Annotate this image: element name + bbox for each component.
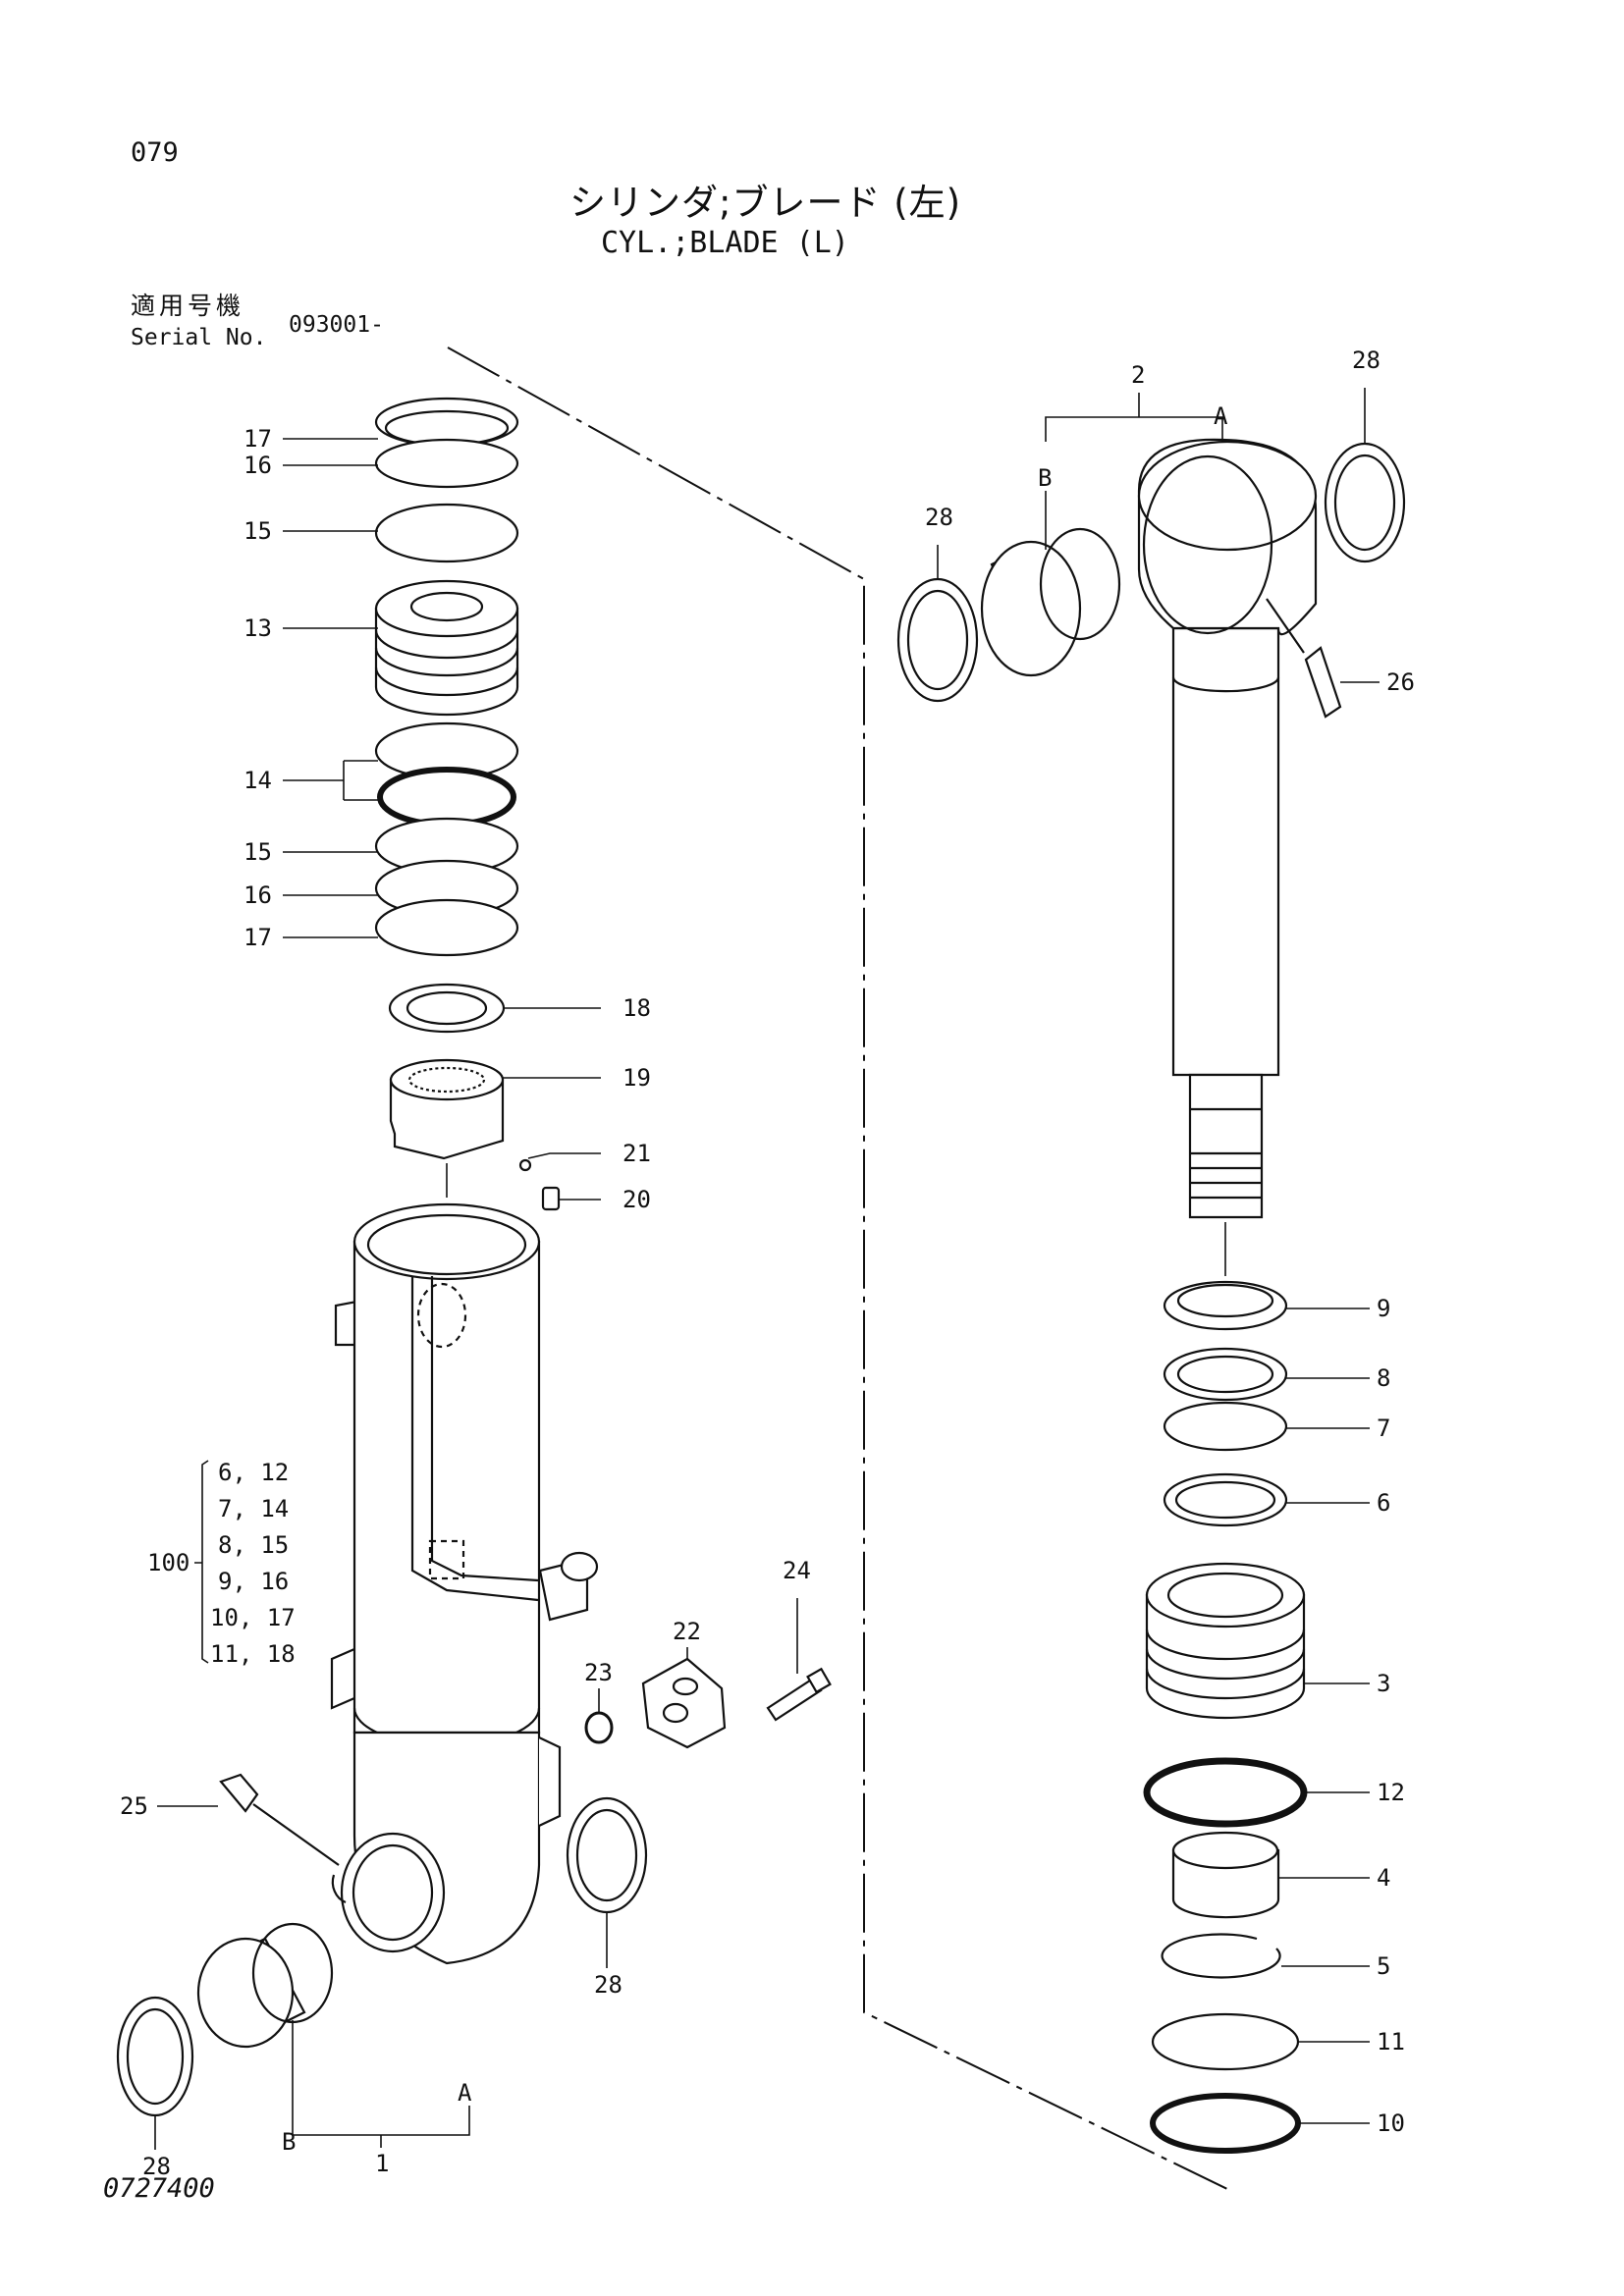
seal-kit-number: 100 <box>147 1549 189 1576</box>
callout-13: 13 <box>244 614 272 642</box>
page-number: 079 <box>131 137 179 168</box>
callout-28-rod-left: 28 <box>925 504 953 531</box>
drawing-code: 0727400 <box>103 2173 215 2204</box>
part-9-dust-seal <box>1163 1280 1288 1331</box>
callout-24: 24 <box>783 1557 811 1584</box>
callout-25: 25 <box>120 1792 148 1820</box>
part-15-upper-ring <box>374 503 519 563</box>
part-18-washer <box>388 983 506 1034</box>
callout-A-tube: A <box>458 2079 472 2107</box>
seal-kit-100-group: 100 6, 12 7, 14 8, 15 9, 16 10, 17 11, 1… <box>147 1459 296 1668</box>
callout-9: 9 <box>1377 1295 1390 1322</box>
part-bushing-tube <box>196 1922 334 2049</box>
seal-kit-item: 11, 18 <box>210 1640 296 1668</box>
part-3-rod-cover <box>1145 1562 1306 1720</box>
part-17-upper-ring <box>374 397 519 448</box>
seal-kit-item: 10, 17 <box>210 1604 296 1631</box>
callout-23: 23 <box>584 1659 613 1686</box>
part-6-ring <box>1163 1472 1288 1527</box>
callout-3: 3 <box>1377 1670 1390 1697</box>
callout-14: 14 <box>244 767 272 794</box>
seal-kit-item: 8, 15 <box>218 1531 289 1559</box>
part-10-ring <box>1150 2093 1301 2154</box>
part-8-ring <box>1163 1347 1288 1402</box>
callout-6: 6 <box>1377 1489 1390 1517</box>
callout-10: 10 <box>1377 2109 1405 2137</box>
part-26-grease-fitting <box>1266 598 1342 719</box>
part-22-flange <box>641 1657 727 1749</box>
callout-20: 20 <box>623 1186 651 1213</box>
callout-28-tube-left: 28 <box>142 2153 171 2180</box>
title-japanese: シリンダ;ブレード (左) <box>569 182 962 224</box>
callout-8: 8 <box>1377 1364 1390 1392</box>
callout-16-lower: 16 <box>244 881 272 909</box>
callout-16-upper: 16 <box>244 452 272 479</box>
callout-B-rod: B <box>1038 464 1052 492</box>
part-17-lower-ring <box>374 898 519 957</box>
callout-26: 26 <box>1386 668 1415 696</box>
callout-22: 22 <box>673 1618 701 1645</box>
callout-19: 19 <box>623 1064 651 1092</box>
part-11-ring <box>1151 2012 1300 2071</box>
callout-21: 21 <box>623 1140 651 1167</box>
part-24-bolt <box>766 1667 832 1722</box>
part-20-set-screw <box>541 1186 561 1211</box>
part-28-seal-rod-left <box>896 577 979 703</box>
leader-lines <box>154 388 1380 2150</box>
callout-B-tube: B <box>282 2128 296 2156</box>
callout-15-upper: 15 <box>244 517 272 545</box>
part-14-seal-set <box>374 721 519 828</box>
callout-labels: 17 16 15 13 14 15 16 17 18 19 21 20 25 2… <box>120 347 1415 2180</box>
part-28-seal-left-tube <box>116 1996 194 2117</box>
part-5-snap-ring <box>1161 1933 1281 1979</box>
seal-kit-item: 9, 16 <box>218 1568 289 1595</box>
seal-kit-item: 6, 12 <box>218 1459 289 1486</box>
part-13-piston <box>374 579 519 717</box>
seal-kit-item: 7, 14 <box>218 1495 289 1522</box>
callout-1: 1 <box>375 2150 389 2177</box>
serial-number-value: 093001- <box>289 312 384 338</box>
part-28-seal-right-tube <box>566 1796 648 1914</box>
part-16-upper-ring <box>374 438 519 489</box>
serial-label-japanese: 適用号機 <box>131 292 245 320</box>
part-4-bushing <box>1171 1831 1280 1919</box>
callout-28-rod-right: 28 <box>1352 347 1380 374</box>
callout-2: 2 <box>1131 361 1145 389</box>
part-7-ring <box>1163 1401 1288 1452</box>
part-21-ball <box>518 1158 532 1172</box>
callout-7: 7 <box>1377 1415 1390 1442</box>
callout-A-rod: A <box>1214 402 1228 430</box>
part-23-o-ring <box>584 1711 614 1744</box>
callout-11: 11 <box>1377 2028 1405 2056</box>
callout-4: 4 <box>1377 1864 1390 1892</box>
part-25-grease-fitting <box>219 1773 340 1866</box>
part-19-nut <box>389 1058 505 1160</box>
callout-17-lower: 17 <box>244 924 272 951</box>
callout-18: 18 <box>623 994 651 1022</box>
part-bushing-rod <box>980 527 1121 677</box>
callout-15-lower: 15 <box>244 838 272 866</box>
part-2-piston-rod <box>1137 438 1318 1219</box>
part-1-cylinder-tube <box>330 1202 599 1965</box>
callout-5: 5 <box>1377 1952 1390 1980</box>
callout-12: 12 <box>1377 1779 1405 1806</box>
assembly-guide-lines <box>447 347 1228 2190</box>
part-28-seal-rod-right <box>1324 442 1406 563</box>
serial-label-english: Serial No. <box>131 325 267 350</box>
part-12-o-ring <box>1143 1757 1308 1828</box>
title-english: CYL.;BLADE (L) <box>601 226 849 260</box>
callout-28-tube-right: 28 <box>594 1971 623 1999</box>
callout-17-upper: 17 <box>244 425 272 453</box>
